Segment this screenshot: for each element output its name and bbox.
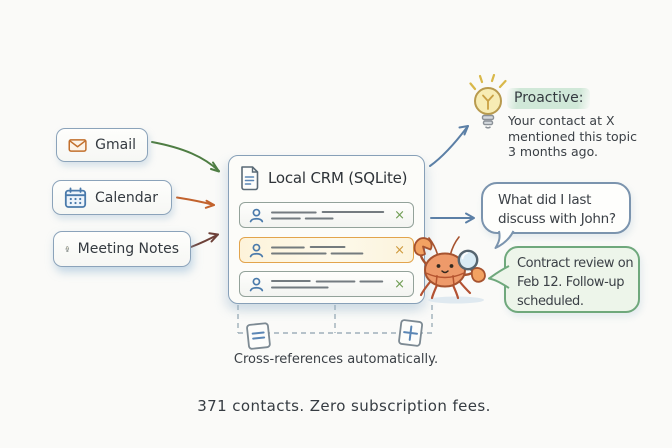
question-bubble-tail: [494, 230, 515, 249]
question-line: What did I last: [498, 192, 592, 208]
redacted-text-lines: [270, 279, 384, 288]
crm-panel: Local CRM (SQLite) × ×: [228, 155, 425, 304]
arrow-calendar-to-crm: [176, 196, 215, 209]
note-plus-icon: [398, 319, 424, 347]
proactive-line: Your contact at X: [508, 113, 615, 128]
microphone-icon: [65, 246, 69, 252]
arrow-crm-to-question: [430, 212, 475, 224]
arrow-notes-to-crm: [190, 232, 219, 248]
proactive-heading: Proactive:: [507, 88, 645, 109]
question-speech-bubble: What did I last discuss with John?: [481, 182, 631, 234]
cross-reference-caption: Cross-references automatically.: [233, 352, 439, 367]
envelope-icon: [68, 138, 87, 152]
proactive-line: 3 months ago.: [508, 144, 598, 159]
source-label-calendar: Calendar: [95, 189, 158, 206]
contact-row: ×: [239, 202, 414, 228]
dismiss-x: ×: [394, 242, 405, 258]
crm-title: Local CRM (SQLite): [268, 169, 408, 187]
person-icon: [249, 277, 264, 291]
proactive-callout: Proactive: Your contact at X mentioned t…: [505, 88, 645, 160]
question-line: discuss with John?: [498, 211, 616, 227]
source-box-gmail: Gmail: [56, 128, 148, 162]
source-box-meeting-notes: Meeting Notes: [53, 231, 191, 267]
arrow-gmail-to-crm: [151, 141, 220, 173]
answer-line: Contract review on: [517, 256, 634, 271]
contact-row-highlighted: ×: [239, 237, 414, 263]
source-box-calendar: Calendar: [52, 180, 172, 215]
crab-with-magnifying-glass-icon: [413, 236, 486, 304]
dismiss-x: ×: [394, 207, 405, 223]
source-label-gmail: Gmail: [95, 137, 136, 153]
crm-header: Local CRM (SQLite): [229, 156, 424, 191]
source-label-meeting-notes: Meeting Notes: [77, 241, 179, 257]
answer-line: Feb 12. Follow-up: [517, 275, 625, 290]
arrow-crm-to-proactive: [429, 125, 469, 167]
redacted-text-lines: [270, 245, 364, 254]
tagline: 371 contacts. Zero subscription fees.: [197, 397, 491, 415]
calendar-icon: [64, 187, 87, 208]
lightbulb-icon: [469, 74, 507, 129]
answer-line: scheduled.: [517, 294, 584, 309]
person-icon: [249, 208, 264, 222]
answer-speech-bubble: Contract review on Feb 12. Follow-up sch…: [504, 246, 640, 313]
contact-row: ×: [239, 271, 414, 297]
answer-bubble-tail: [488, 265, 510, 289]
note-lines-icon: [246, 322, 271, 350]
dismiss-x: ×: [394, 276, 405, 292]
person-icon: [249, 243, 264, 257]
proactive-line: mentioned this topic: [508, 128, 637, 144]
document-icon: [241, 166, 259, 191]
redacted-text-lines: [270, 210, 385, 219]
